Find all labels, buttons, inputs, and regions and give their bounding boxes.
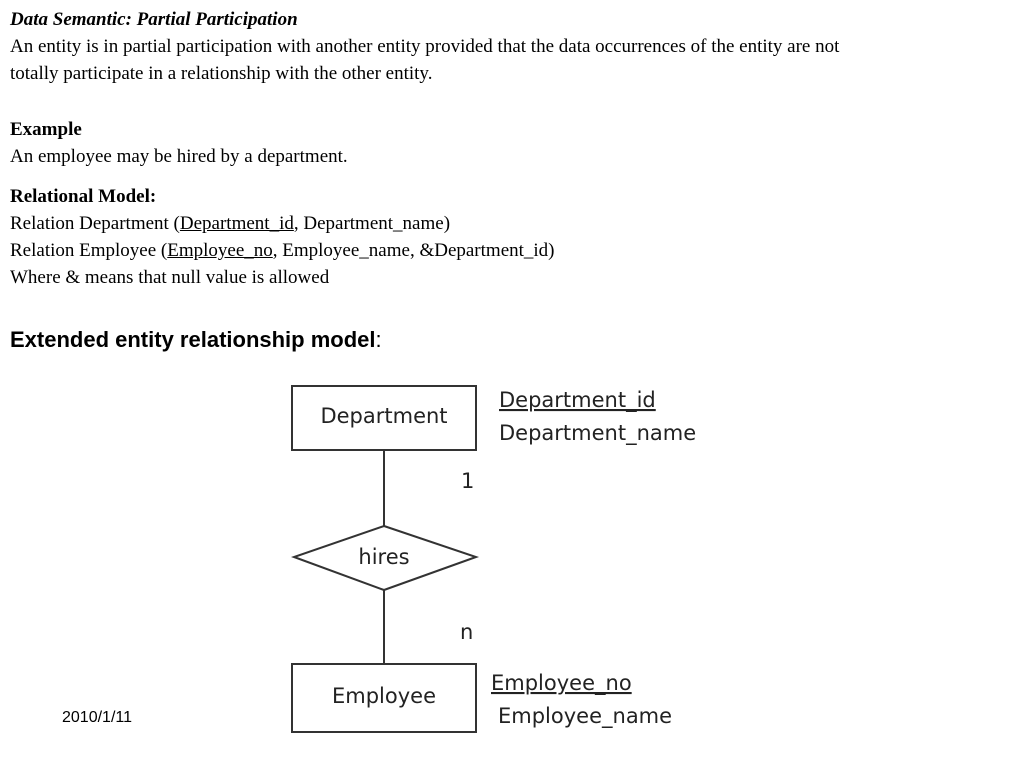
eer-title-text: Extended entity relationship model bbox=[10, 327, 376, 352]
cardinality-one: 1 bbox=[461, 469, 474, 493]
footer-date: 2010/1/11 bbox=[62, 709, 132, 726]
entity-employee-box bbox=[291, 663, 477, 733]
definition-line-1: An entity is in partial participation wi… bbox=[10, 36, 840, 57]
null-note: Where & means that null value is allowed bbox=[10, 267, 330, 288]
employee-key-attribute: Employee_no bbox=[491, 671, 632, 696]
section-heading: Data Semantic: Partial Participation bbox=[10, 9, 298, 30]
relation-department-rest: , Department_name) bbox=[293, 213, 451, 234]
department-key-attribute: Department_id bbox=[499, 388, 656, 413]
entity-department-box bbox=[291, 385, 477, 451]
relation-employee-prefix: Relation Employee ( bbox=[10, 240, 168, 261]
relation-employee: Relation Employee (Employee_no, Employee… bbox=[10, 237, 555, 264]
department-name-attribute: Department_name bbox=[499, 421, 696, 446]
employee-name-attribute: Employee_name bbox=[498, 704, 672, 729]
definition-line-2: totally participate in a relationship wi… bbox=[10, 63, 433, 84]
relation-employee-rest: , Employee_name, &Department_id) bbox=[272, 240, 555, 261]
relational-model-title: Relational Model: bbox=[10, 186, 157, 207]
eer-title-colon: : bbox=[375, 327, 382, 352]
relation-department: Relation Department (Department_id, Depa… bbox=[10, 210, 450, 237]
relation-department-key: Department_id bbox=[179, 213, 294, 234]
relation-department-prefix: Relation Department ( bbox=[10, 213, 180, 234]
entity-employee-label: Employee bbox=[332, 684, 436, 708]
relation-employee-key: Employee_no bbox=[167, 240, 273, 261]
example-text: An employee may be hired by a department… bbox=[10, 146, 348, 167]
example-title: Example bbox=[10, 119, 82, 140]
cardinality-many: n bbox=[460, 620, 473, 644]
relationship-hires-label: hires bbox=[358, 545, 409, 569]
entity-department-label: Department bbox=[320, 404, 447, 428]
eer-diagram: Department Department_id Department_name… bbox=[291, 385, 696, 733]
eer-title: Extended entity relationship model: bbox=[10, 326, 382, 354]
